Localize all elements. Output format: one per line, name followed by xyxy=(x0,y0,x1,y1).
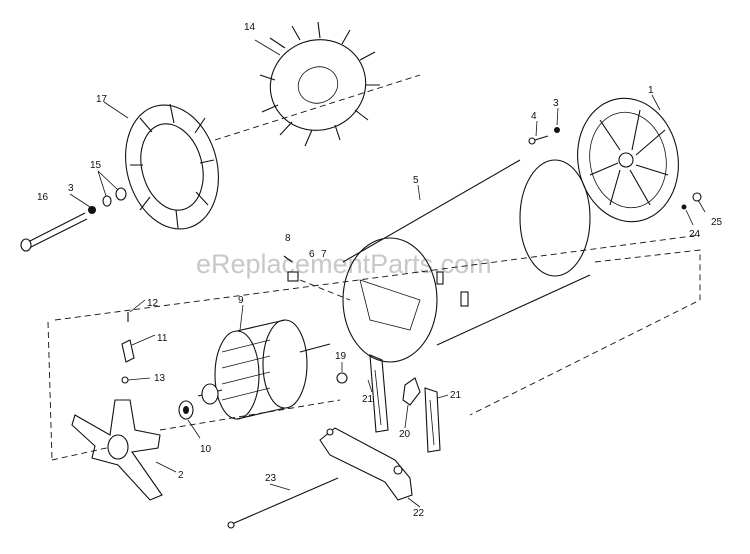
label-part-14: 14 xyxy=(244,22,256,33)
label-part-7: 7 xyxy=(321,249,327,260)
part-21-strap-left xyxy=(369,354,389,433)
label-part-22: 22 xyxy=(413,508,425,519)
label-part-9: 9 xyxy=(238,295,244,306)
part-6-terminal xyxy=(287,271,299,282)
label-part-21-right: 21 xyxy=(450,390,462,401)
part-8-screw xyxy=(283,255,293,263)
label-part-3-left: 3 xyxy=(68,183,74,194)
label-part-12: 12 xyxy=(147,298,159,309)
label-part-25: 25 xyxy=(711,217,723,228)
part-3-lockwasher-right xyxy=(554,127,560,133)
assembly-axis-lines xyxy=(47,74,701,461)
part-10-bearing xyxy=(178,400,194,420)
leader-lines xyxy=(69,39,706,508)
label-part-16: 16 xyxy=(37,192,49,203)
part-number-labels: 1 3 4 5 14 17 15 3 16 24 25 8 6 7 9 12 1… xyxy=(37,22,723,519)
label-part-10: 10 xyxy=(200,444,212,455)
label-part-13: 13 xyxy=(154,373,166,384)
part-22-base-bracket xyxy=(319,427,413,501)
part-25-nut xyxy=(692,192,702,202)
part-17-flange-plate xyxy=(125,103,219,230)
watermark: eReplacementParts.com xyxy=(196,249,492,279)
part-1-end-bell xyxy=(577,97,679,223)
label-part-20: 20 xyxy=(399,429,411,440)
part-23-rod xyxy=(227,477,339,529)
part-20-clip xyxy=(402,377,421,406)
label-part-1: 1 xyxy=(648,85,654,96)
part-24-washer xyxy=(681,204,687,210)
part-2-spider-hub xyxy=(71,399,163,501)
part-15-washers xyxy=(102,187,127,207)
part-11-bracket xyxy=(121,339,135,363)
label-part-3-right: 3 xyxy=(553,98,559,109)
label-part-15: 15 xyxy=(90,160,102,171)
label-part-21-left: 21 xyxy=(362,394,374,405)
label-part-8: 8 xyxy=(285,233,291,244)
part-5-motor-housing xyxy=(342,159,591,363)
part-9-armature xyxy=(197,319,331,420)
part-16-bolt xyxy=(20,212,88,252)
part-14-fan xyxy=(259,21,380,147)
label-part-6: 6 xyxy=(309,249,315,260)
label-part-19: 19 xyxy=(335,351,347,362)
label-part-4: 4 xyxy=(531,111,537,122)
label-part-24: 24 xyxy=(689,229,701,240)
part-21-strap-right xyxy=(424,387,441,453)
part-13-spring xyxy=(121,376,129,384)
part-3-lockwasher-left xyxy=(88,206,96,214)
label-part-11: 11 xyxy=(157,333,168,344)
part-19-washer xyxy=(336,372,348,384)
label-part-23: 23 xyxy=(265,473,277,484)
label-part-2: 2 xyxy=(178,470,184,481)
part-4-screw xyxy=(528,135,549,145)
label-part-5: 5 xyxy=(413,175,419,186)
label-part-17: 17 xyxy=(96,94,108,105)
